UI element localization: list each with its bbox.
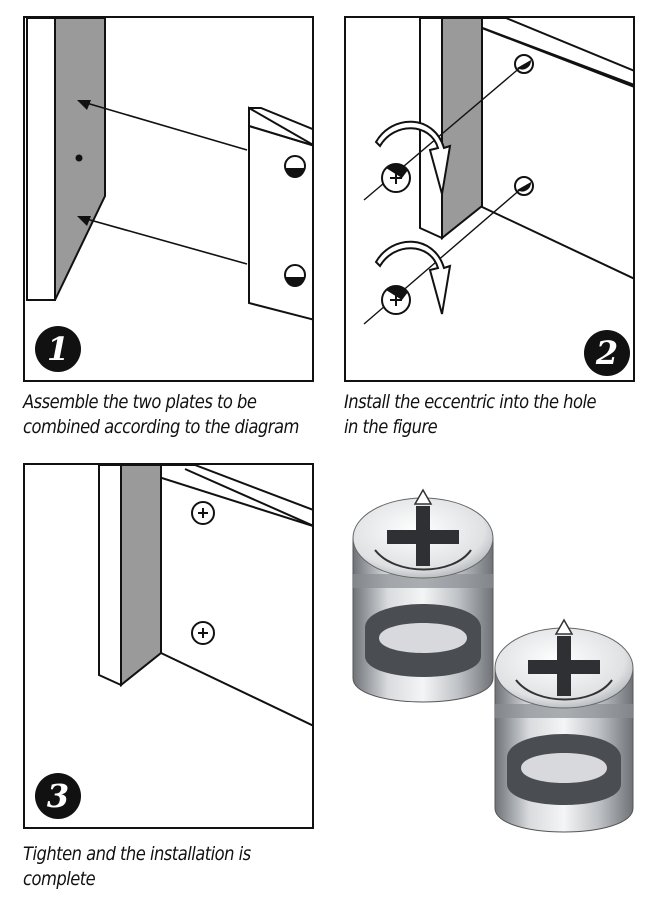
eccentric-fitting-b: [494, 618, 634, 833]
caption-line: in the figure: [344, 416, 438, 438]
step-1-caption: Assemble the two plates to be combined a…: [23, 390, 299, 440]
alignment-arrow-icon: [554, 618, 574, 635]
screw-head-icon: [191, 501, 215, 525]
cross-slot-icon: [528, 636, 600, 696]
arrow-icon: [77, 216, 248, 265]
caption-line: complete: [23, 868, 96, 890]
step-2-caption: Install the eccentric into the hole in t…: [344, 390, 597, 440]
eccentric-fitting-a: [352, 488, 494, 703]
step-1-illustration: [26, 18, 312, 321]
rotate-arrow-icon: [374, 120, 452, 195]
step-3-caption: Tighten and the installation is complete: [23, 842, 251, 892]
rotate-arrow-icon: [374, 549, 472, 571]
step-2-illustration: [363, 18, 633, 325]
eccentric-hole-icon: [284, 264, 306, 287]
step-1-panel: 1: [23, 16, 314, 382]
step-number-badge: 3: [35, 773, 81, 819]
eccentric-cam-icon: [381, 163, 411, 193]
arrow-icon: [77, 100, 248, 151]
step-number-badge: 1: [35, 326, 81, 372]
caption-line: Install the eccentric into the hole: [344, 391, 597, 413]
rotate-arrow-icon: [374, 240, 452, 315]
step-3-panel: 3: [23, 463, 314, 829]
screw-head-icon: [191, 621, 215, 645]
cross-slot-icon: [387, 506, 459, 566]
eccentric-hole-icon: [284, 155, 306, 178]
alignment-arrow-icon: [413, 488, 433, 505]
caption-line: Assemble the two plates to be: [23, 391, 257, 413]
caption-line: Tighten and the installation is: [23, 843, 251, 865]
step-number-badge: 2: [584, 330, 630, 376]
rotate-arrow-icon: [515, 679, 613, 701]
step-3-illustration: [98, 465, 312, 727]
eccentric-cam-icon: [381, 285, 411, 315]
eccentric-fitting-photo: [352, 488, 634, 833]
caption-line: combined according to the diagram: [23, 416, 299, 438]
step-2-panel: 2: [344, 16, 635, 382]
